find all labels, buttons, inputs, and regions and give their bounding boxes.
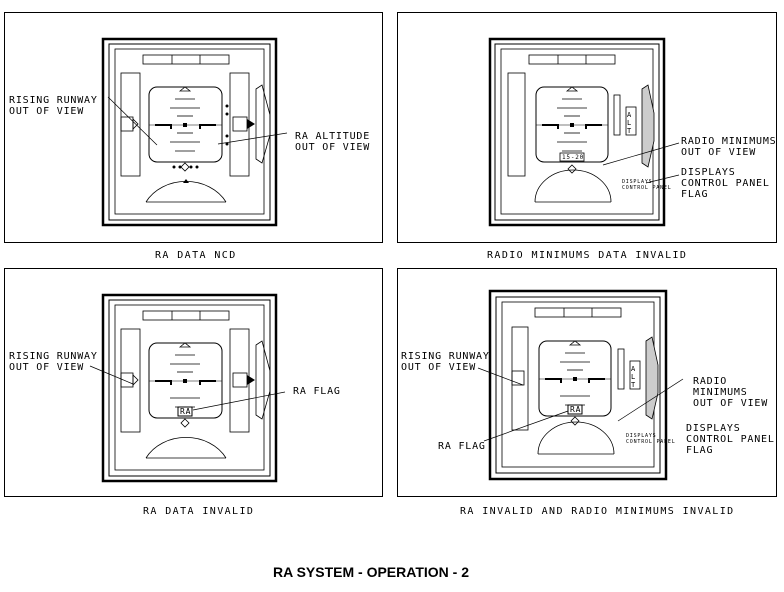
minimums-box-text: 15-20	[562, 154, 585, 161]
panel-ra-and-minimums-invalid: RA ALT DISPLAYS CONTROL PANEL RISING RUN…	[397, 268, 777, 497]
caption-radio-minimums-invalid: RADIO MINIMUMS DATA INVALID	[487, 250, 688, 261]
panel-radio-minimums-invalid: ALT 15-20 DISPLAYS CONTROL PANEL RADIO M…	[397, 12, 777, 243]
radio-minimums-label: RADIO MINIMUMS OUT OF VIEW	[693, 376, 769, 409]
rising-runway-label: RISING RUNWAY OUT OF VIEW	[9, 351, 98, 373]
caption-ra-data-invalid: RA DATA INVALID	[143, 506, 255, 517]
displays-control-panel-text: DISPLAYS CONTROL PANEL	[622, 179, 672, 191]
caption-ra-and-minimums-invalid: RA INVALID AND RADIO MINIMUMS INVALID	[460, 506, 735, 517]
alt-flag: ALT	[627, 111, 633, 135]
rising-runway-label: RISING RUNWAY OUT OF VIEW	[9, 95, 98, 117]
rising-runway-label: RISING RUNWAY OUT OF VIEW	[401, 351, 490, 373]
ra-flag-label: RA FLAG	[438, 441, 486, 452]
page-title: RA SYSTEM - OPERATION - 2	[272, 564, 469, 580]
ra-altitude-label: RA ALTITUDE OUT OF VIEW	[295, 131, 371, 153]
displays-flag-label: DISPLAYS CONTROL PANEL FLAG	[681, 167, 770, 200]
ra-flag-box-text: RA	[180, 407, 192, 416]
displays-flag-label: DISPLAYS CONTROL PANEL FLAG	[686, 423, 775, 456]
adi-diagram	[101, 37, 288, 227]
displays-control-panel-text: DISPLAYS CONTROL PANEL	[626, 433, 676, 445]
ra-flag-label: RA FLAG	[293, 386, 341, 397]
panel-ra-data-invalid: RA RISING RUNWAY OUT OF VIEW RA FLAG	[4, 268, 383, 497]
radio-minimums-label: RADIO MINIMUMS OUT OF VIEW	[681, 136, 777, 158]
alt-flag: ALT	[631, 365, 637, 389]
caption-ra-data-ncd: RA DATA NCD	[155, 250, 237, 261]
panel-ra-data-ncd: RISING RUNWAY OUT OF VIEW RA ALTITUDE OU…	[4, 12, 383, 243]
ra-flag-box-text: RA	[570, 405, 582, 414]
